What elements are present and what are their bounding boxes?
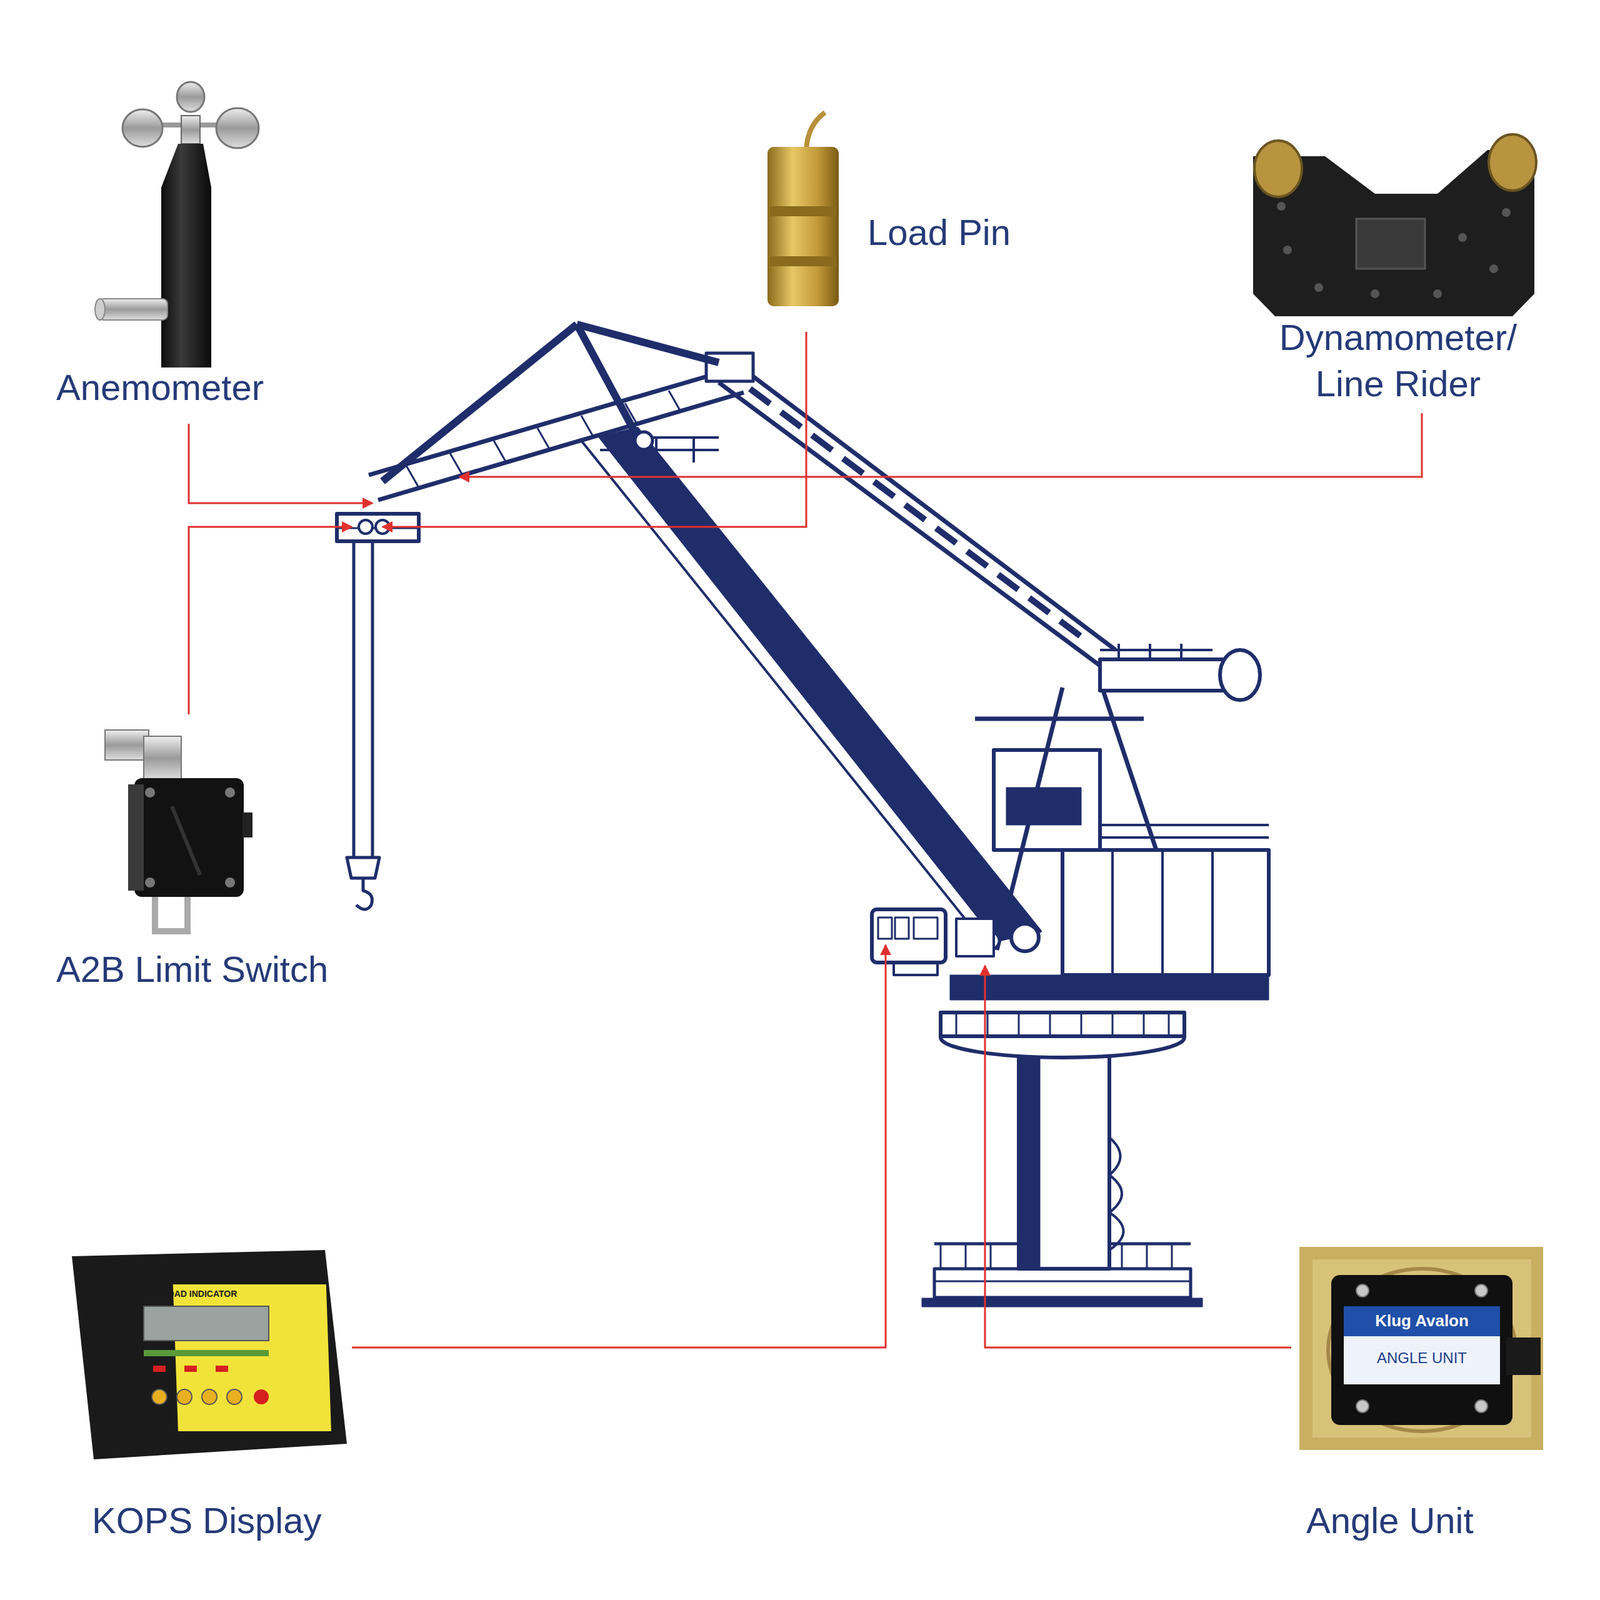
- crane-drawing: [336, 324, 1269, 1307]
- dynamometer-photo: [1253, 134, 1537, 317]
- device-caption: SAFE LOAD INDICATOR: [136, 1288, 277, 1300]
- kops-display-photo: [71, 1250, 347, 1460]
- brand-name: Klug Avalon: [1343, 1311, 1500, 1331]
- part-name: Angle Unit: [1306, 1498, 1474, 1543]
- device-caption: ANGLE UNIT: [1343, 1348, 1500, 1367]
- a2b-switch-photo: [105, 730, 253, 932]
- angle-unit-photo: [1299, 1246, 1544, 1450]
- leader-lines: [188, 331, 1422, 1348]
- anemometer-photo: [95, 81, 259, 368]
- load-pin-photo: [767, 112, 839, 307]
- part-name: Anemometer: [56, 365, 264, 410]
- part-name: Dynamometer/ Line Rider: [1251, 314, 1545, 407]
- part-name: KOPS Display: [91, 1498, 322, 1543]
- part-name: A2B Limit Switch: [56, 947, 329, 992]
- part-name: Load Pin: [867, 210, 1011, 255]
